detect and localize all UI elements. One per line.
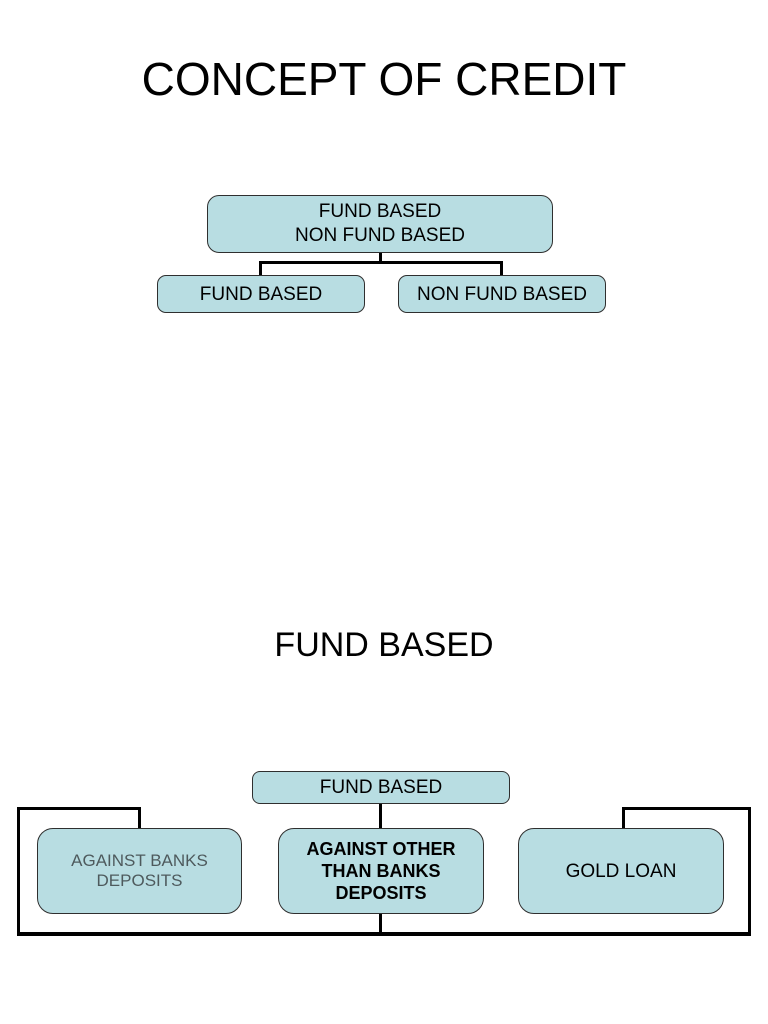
connector-slide2-middle-bottom-stub [379,914,382,934]
node-fund-based: FUND BASED [157,275,365,313]
node-gold-loan: GOLD LOAN [518,828,724,914]
node-line-fund-based: FUND BASED [318,201,442,222]
connector-slide2-right-wall [748,807,751,936]
node-fund-based-non-fund-based: FUND BASED NON FUND BASED [207,195,553,253]
connector-slide2-bottom-rail [17,932,751,936]
connector-slide1-root-stub [379,253,382,264]
node-fund-based-root: FUND BASED [252,771,510,804]
connector-slide2-left-wall [17,807,20,936]
slide1-title: CONCEPT OF CREDIT [141,53,627,105]
connector-slide1-left-drop [259,261,262,277]
connector-slide2-root-stub [379,804,382,829]
slide2-title: FUND BASED [274,626,494,664]
connector-slide2-right-horizontal [622,807,751,810]
node-non-fund-based: NON FUND BASED [398,275,606,313]
connector-slide1-right-drop [500,261,503,277]
node-against-other-than-banks-deposits: AGAINST OTHER THAN BANKS DEPOSITS [278,828,484,914]
connector-slide2-left-drop [138,807,141,829]
node-line-non-fund-based: NON FUND BASED [295,225,465,246]
connector-slide2-right-drop [622,807,625,829]
connector-slide2-left-horizontal [17,807,141,810]
connector-slide1-horizontal [259,261,503,264]
node-against-banks-deposits: AGAINST BANKS DEPOSITS [37,828,242,914]
